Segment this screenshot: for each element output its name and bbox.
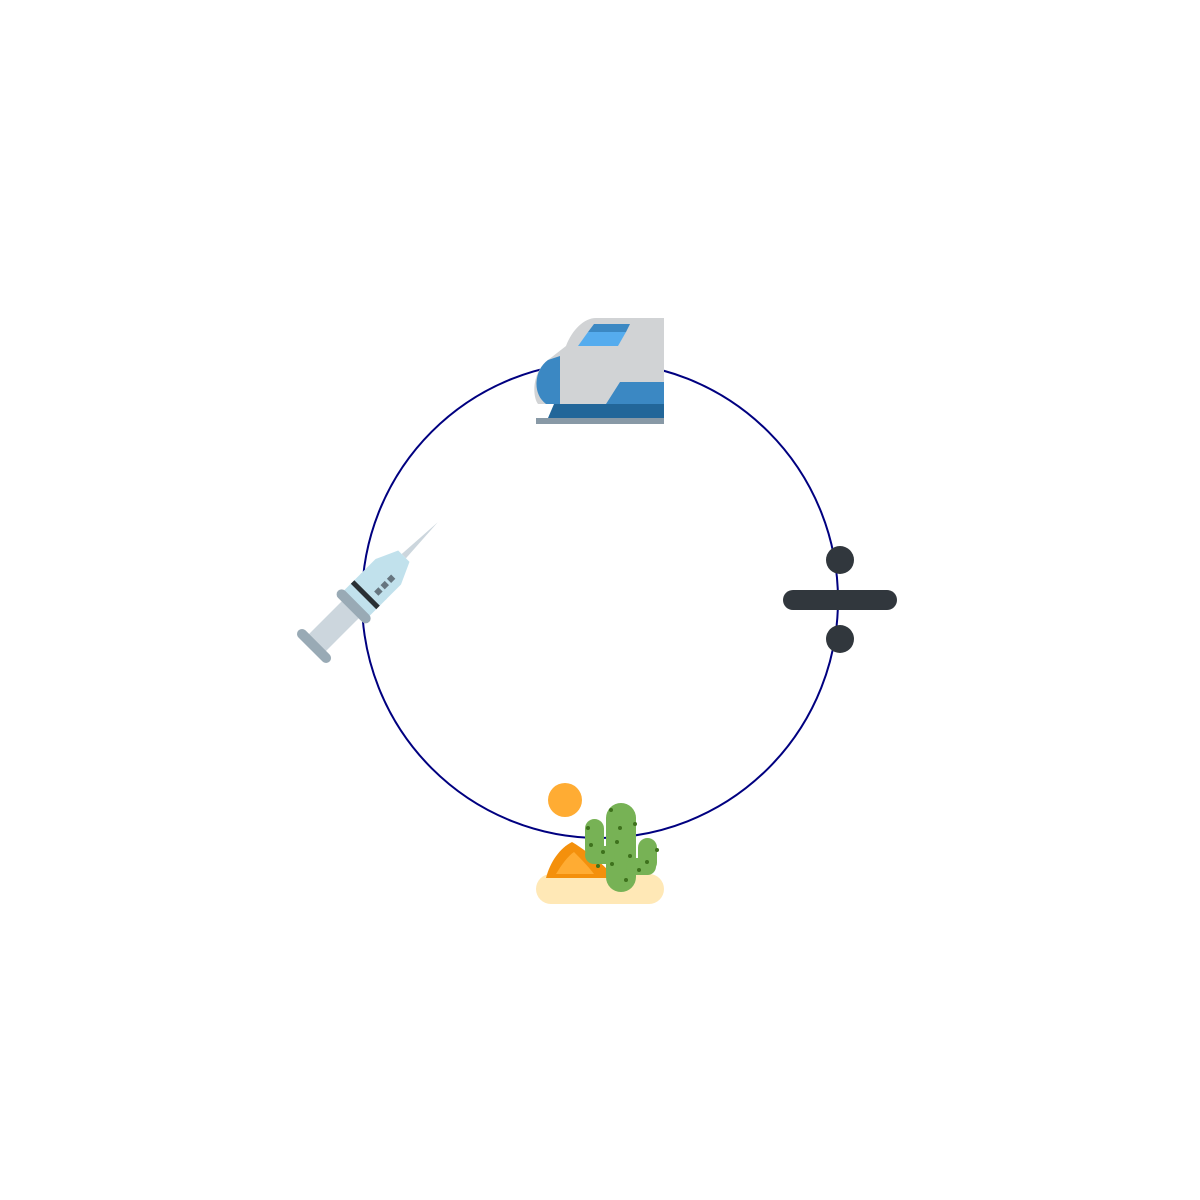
division-sign-icon [783, 546, 897, 653]
desert-icon [536, 783, 664, 904]
syringe-icon [297, 522, 438, 663]
high-speed-train-icon [534, 318, 664, 424]
cycle-ring [361, 361, 839, 839]
